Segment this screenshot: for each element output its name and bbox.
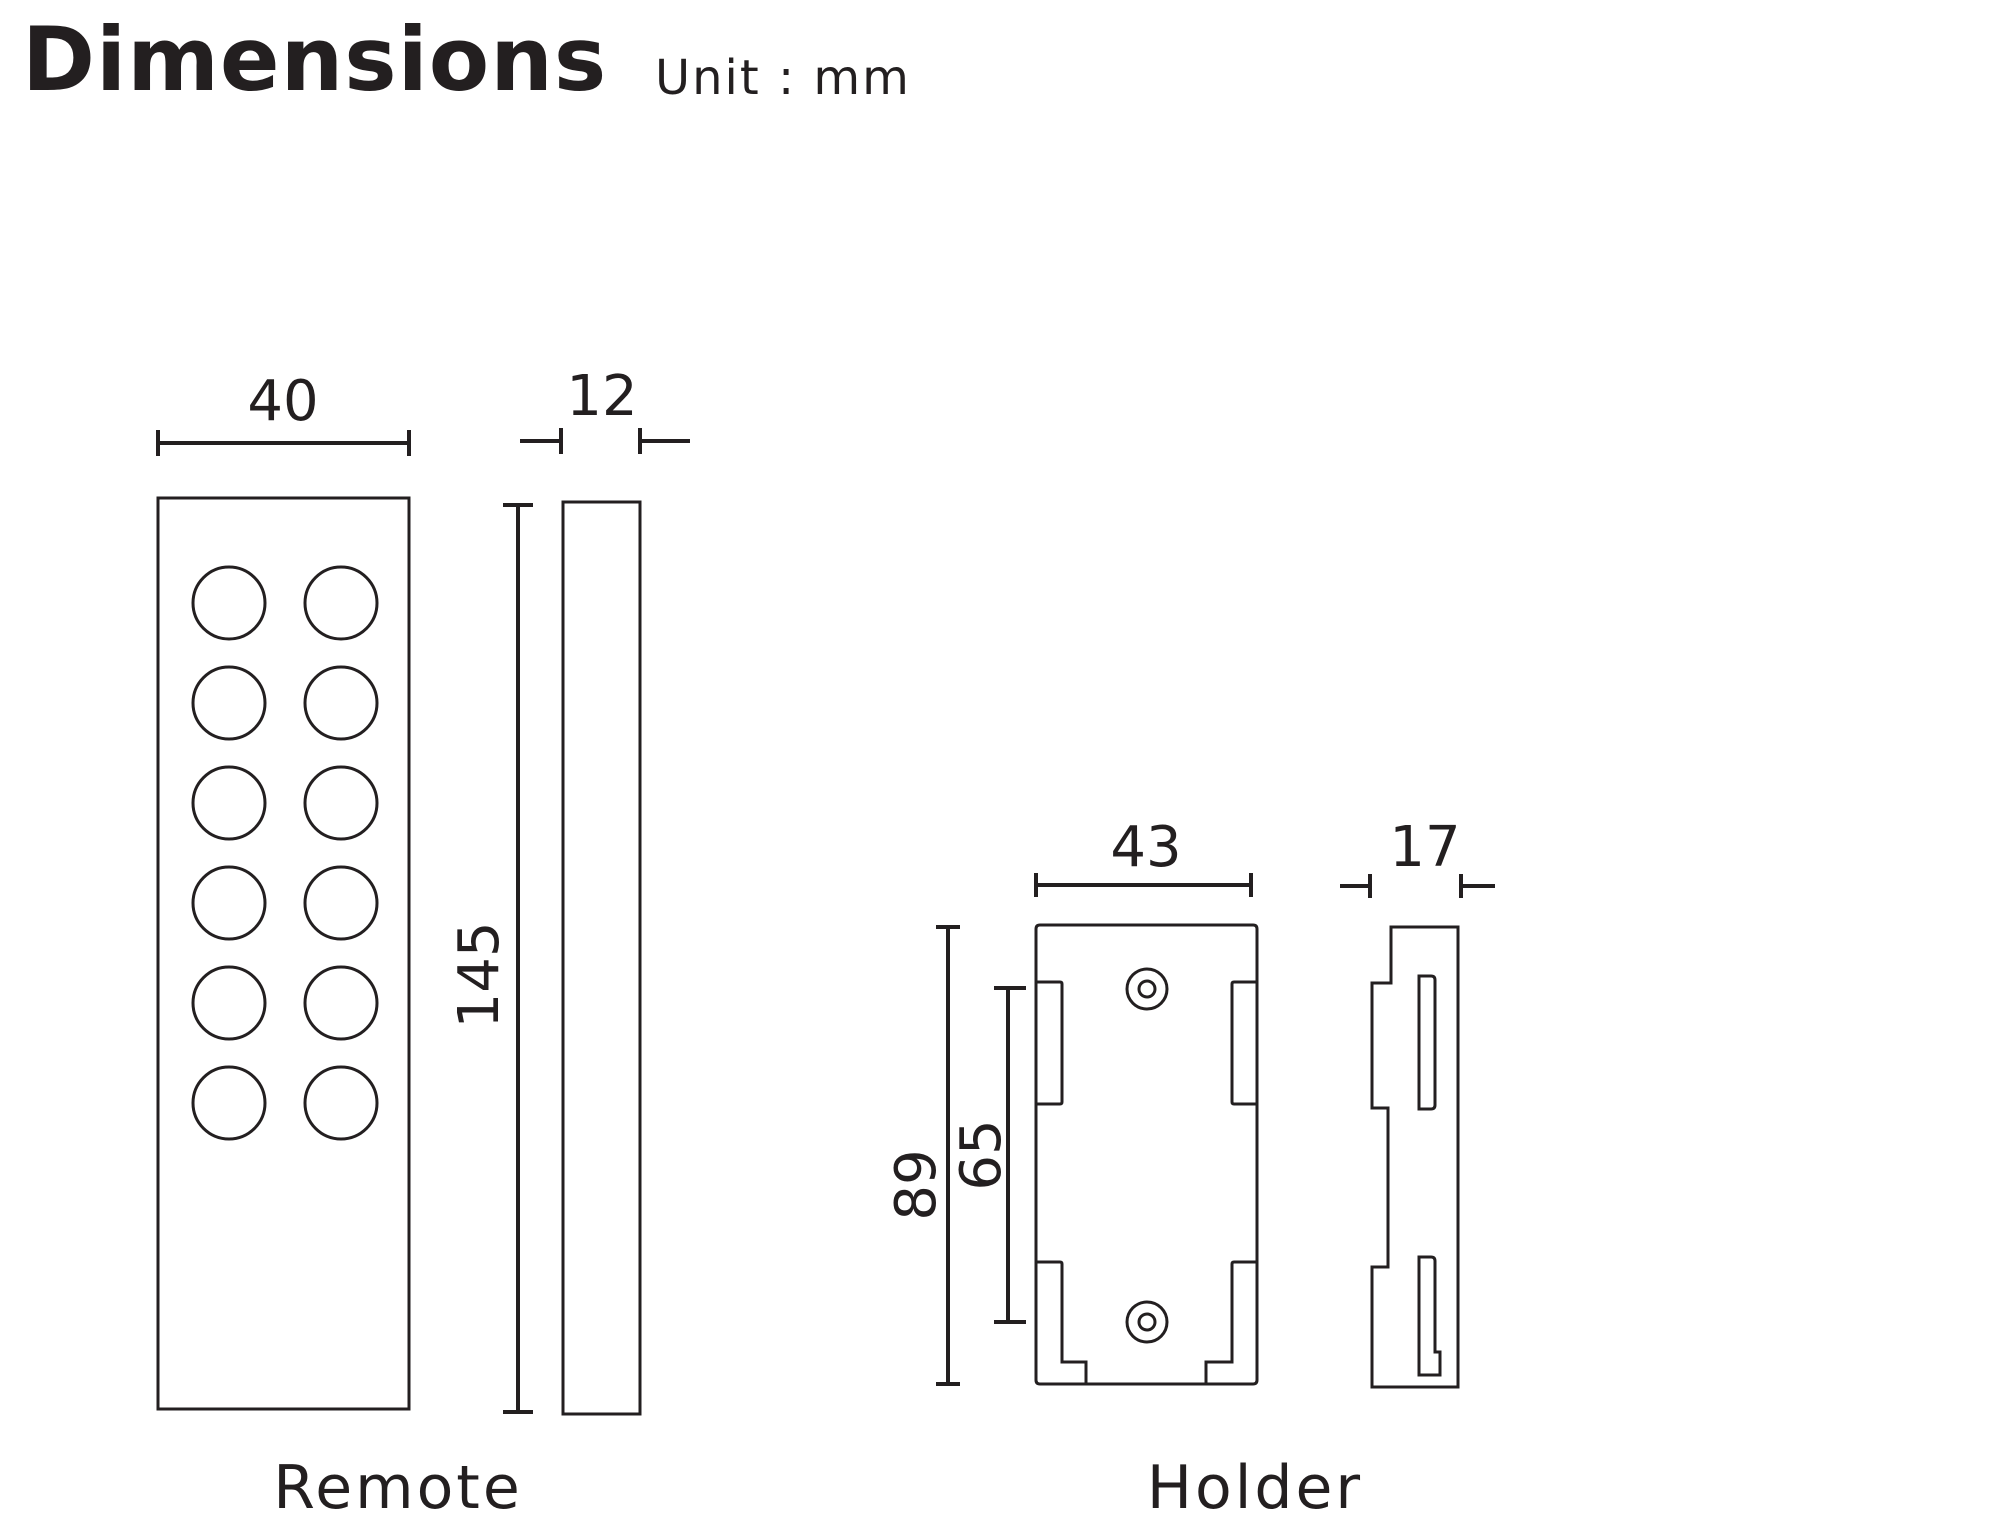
holder-side-slot-top — [1417, 974, 1437, 1111]
holder-length-label: 89 — [884, 1149, 949, 1220]
holder-thickness-dimension: 17 — [1340, 815, 1495, 898]
holder-width-dimension: 43 — [1034, 815, 1253, 897]
remote-button — [191, 565, 267, 641]
holder-side-slot-bottom — [1417, 1255, 1442, 1377]
holder-screw-hole-top — [1125, 967, 1169, 1011]
holder-left-top-tab — [1036, 980, 1064, 1106]
remote-length-dimension: 145 — [447, 503, 533, 1414]
holder-inner-length-label: 65 — [949, 1119, 1014, 1190]
page-title: Dimensions — [22, 8, 608, 111]
remote-length-label: 145 — [447, 922, 512, 1029]
holder-left-bottom-tab — [1036, 1260, 1088, 1384]
holder-front-view — [1034, 923, 1259, 1386]
remote-button — [191, 965, 267, 1041]
remote-button — [303, 665, 379, 741]
holder-caption: Holder — [1147, 1453, 1363, 1523]
remote-button — [303, 565, 379, 641]
remote-group: 40 12 145 Remote — [156, 364, 690, 1523]
remote-button — [303, 765, 379, 841]
remote-width-dimension: 40 — [156, 369, 411, 456]
unit-label: Unit : mm — [655, 50, 911, 106]
holder-group: 43 17 89 65 — [884, 815, 1495, 1523]
holder-side-view — [1370, 925, 1460, 1389]
holder-front-outline — [1034, 923, 1259, 1386]
remote-caption: Remote — [273, 1453, 523, 1523]
holder-right-bottom-tab — [1204, 1260, 1257, 1384]
remote-button — [191, 1065, 267, 1141]
holder-thickness-label: 17 — [1389, 815, 1460, 880]
remote-thickness-label: 12 — [566, 364, 637, 429]
holder-width-label: 43 — [1110, 815, 1181, 880]
remote-button — [191, 665, 267, 741]
remote-button — [303, 1065, 379, 1141]
holder-length-dimension: 89 — [884, 925, 960, 1386]
holder-side-outline — [1370, 925, 1460, 1389]
remote-button — [191, 765, 267, 841]
remote-button — [303, 965, 379, 1041]
remote-thickness-dimension: 12 — [520, 364, 690, 454]
holder-screw-hole-bottom — [1125, 1300, 1169, 1344]
remote-width-label: 40 — [247, 369, 318, 434]
remote-button — [191, 865, 267, 941]
remote-front-outline — [156, 496, 411, 1411]
holder-inner-length-dimension: 65 — [949, 986, 1026, 1324]
holder-right-top-tab — [1230, 980, 1257, 1106]
remote-button — [303, 865, 379, 941]
remote-side-outline — [561, 500, 642, 1416]
remote-button-grid — [191, 565, 379, 1141]
